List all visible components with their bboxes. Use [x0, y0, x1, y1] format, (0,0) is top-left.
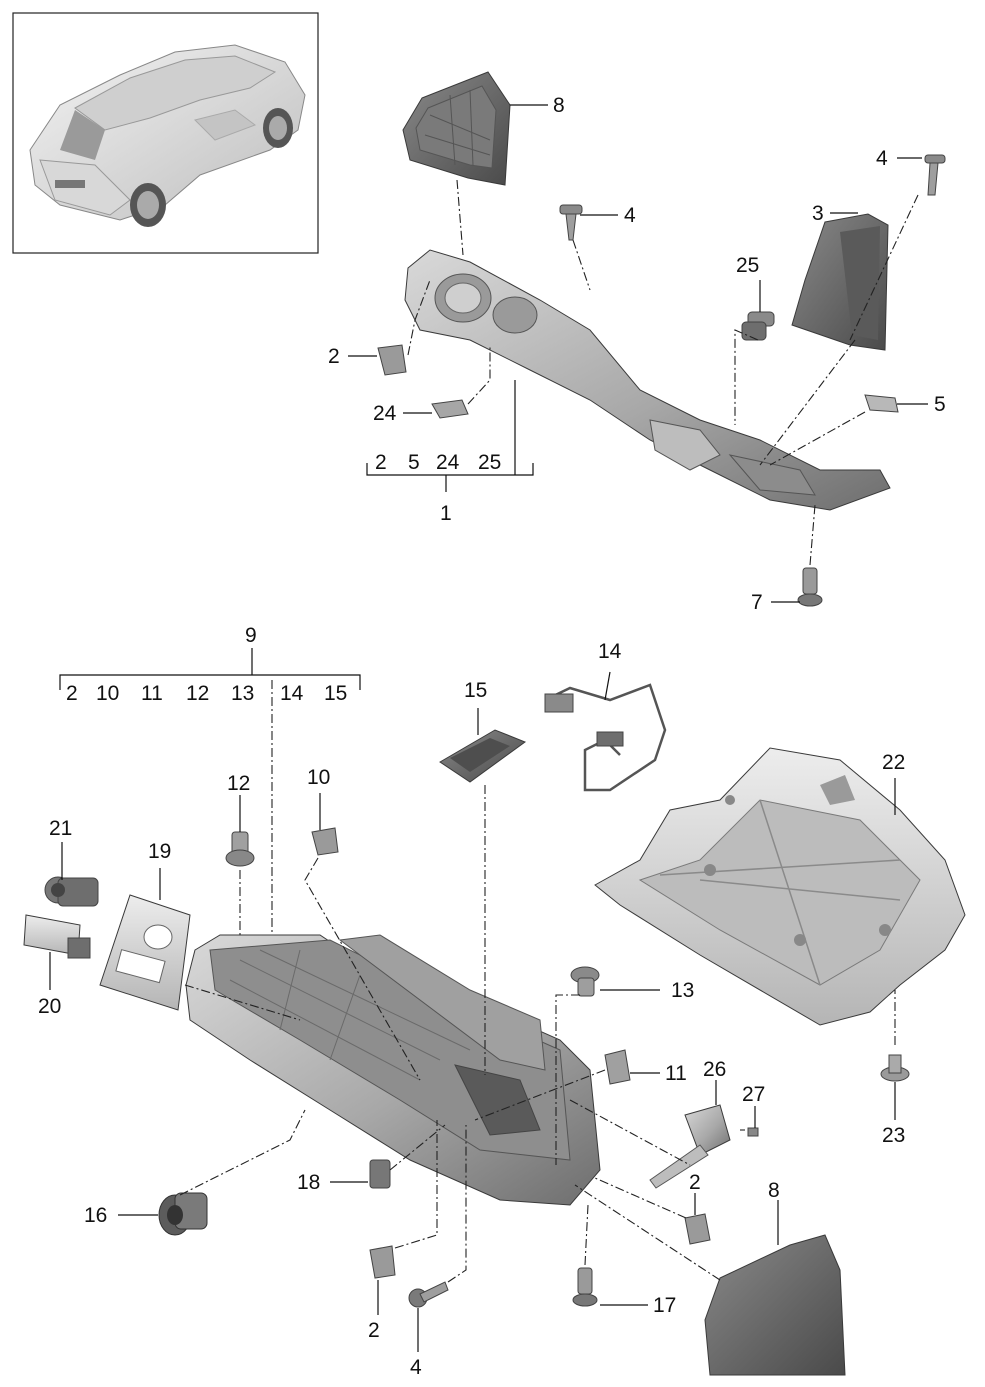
- callout-2-top: 2: [328, 345, 340, 368]
- group-9-member: 10: [96, 682, 119, 705]
- callout-17: 17: [653, 1294, 676, 1317]
- group-9-member: 11: [141, 682, 163, 705]
- callout-2-lower-left: 2: [368, 1319, 380, 1342]
- callout-12: 12: [227, 772, 250, 795]
- part-19-frame: [99, 894, 191, 1011]
- part-7-fastener: [797, 567, 823, 607]
- part-12-clip: [225, 831, 255, 867]
- part-16-lock-cylinder: [158, 1192, 208, 1236]
- part-18-pad: [369, 1159, 391, 1189]
- callout-4-top-middle: 4: [624, 204, 636, 227]
- car-illustration: [29, 44, 306, 227]
- part-14-wiring-harness: [544, 683, 667, 792]
- group-1-member: 24: [436, 451, 460, 474]
- callout-26: 26: [703, 1058, 726, 1081]
- callout-labels: 8 4 4 3 25 2 24 5 7 2 5 24 25 1 9 2 10 1…: [38, 94, 946, 1379]
- part-9-glovebox: [185, 934, 601, 1206]
- callout-20: 20: [38, 995, 61, 1018]
- callout-14: 14: [598, 640, 622, 663]
- part-27-screw: [747, 1127, 759, 1137]
- part-10-clip: [311, 827, 339, 856]
- group-1-member: 5: [408, 451, 420, 474]
- vehicle-overview-inset: [12, 12, 319, 254]
- assembly-lines: [179, 179, 919, 1283]
- part-4-screw-lower: [408, 1281, 449, 1308]
- callout-13: 13: [671, 979, 694, 1002]
- callout-8-top: 8: [553, 94, 565, 117]
- callout-10: 10: [307, 766, 330, 789]
- part-15-light-unit: [439, 729, 527, 783]
- part-2-clip-lower-right: [684, 1213, 711, 1245]
- callout-24: 24: [373, 402, 397, 425]
- callout-25: 25: [736, 254, 759, 277]
- callout-22: 22: [882, 751, 905, 774]
- callout-2-lower-right: 2: [689, 1171, 701, 1194]
- group-9-member: 13: [231, 682, 254, 705]
- callout-9: 9: [245, 624, 257, 647]
- callout-19: 19: [148, 840, 171, 863]
- leader-lines: [49, 104, 928, 1352]
- callout-1: 1: [440, 502, 452, 525]
- callout-15: 15: [464, 679, 487, 702]
- part-26-lock-actuator: [649, 1104, 731, 1189]
- callout-16: 16: [84, 1204, 107, 1227]
- part-13-clip: [570, 966, 600, 997]
- group-9-member: 2: [66, 682, 78, 705]
- callout-4-top-right: 4: [876, 147, 888, 170]
- group-9-member: 12: [186, 682, 209, 705]
- part-20-socket-plate: [23, 914, 91, 959]
- callout-18: 18: [297, 1171, 320, 1194]
- callout-3: 3: [812, 202, 824, 225]
- callout-7: 7: [751, 591, 763, 614]
- group-1-member: 2: [375, 451, 387, 474]
- part-17-fastener: [572, 1267, 598, 1307]
- part-8-lower-end-cap: [704, 1234, 846, 1376]
- callout-23: 23: [882, 1124, 905, 1147]
- group-1-member-labels: 2 5 24 25: [375, 451, 501, 474]
- part-8-upper-trim-panel: [402, 71, 511, 186]
- group-1-member: 25: [478, 451, 501, 474]
- part-23-fastener: [880, 1054, 910, 1082]
- part-3-cover: [791, 213, 889, 351]
- part-2-clip-lower-left: [369, 1245, 396, 1279]
- callout-27: 27: [742, 1083, 765, 1106]
- part-4-screw-top-middle: [559, 204, 583, 241]
- callout-11: 11: [665, 1062, 687, 1085]
- part-4-screw-top-right: [924, 154, 946, 196]
- callout-5: 5: [934, 393, 946, 416]
- part-5-speed-nut: [864, 394, 899, 413]
- part-24-clip: [431, 399, 469, 419]
- part-22-lower-trim-panel: [594, 747, 966, 1026]
- callout-4-lower: 4: [410, 1356, 422, 1379]
- group-9-member: 15: [324, 682, 347, 705]
- part-25-clip: [741, 311, 775, 341]
- part-11-clip: [604, 1049, 631, 1085]
- part-2-clip-top: [377, 344, 407, 376]
- callout-21: 21: [49, 817, 72, 840]
- part-1-instrument-carrier: [404, 249, 891, 511]
- callout-8-lower: 8: [768, 1179, 780, 1202]
- part-21-socket: [44, 876, 99, 907]
- group-9-member-labels: 2 10 11 12 13 14 15: [66, 682, 347, 705]
- group-9-member: 14: [280, 682, 304, 705]
